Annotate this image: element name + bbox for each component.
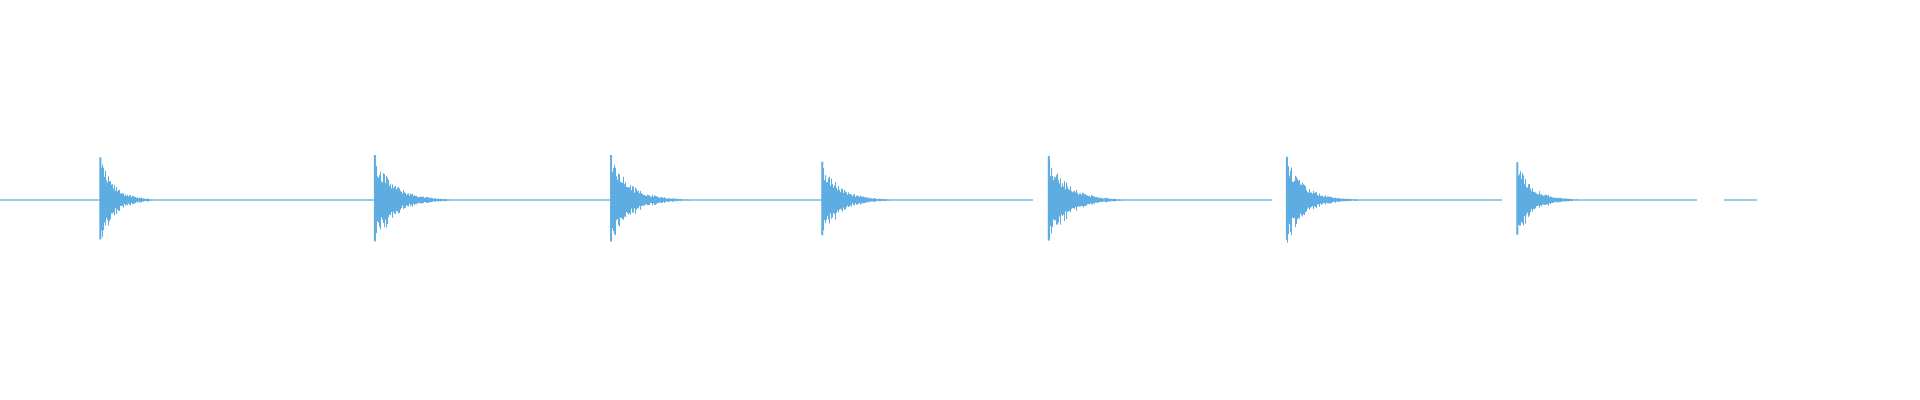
waveform-trace	[0, 158, 1757, 243]
